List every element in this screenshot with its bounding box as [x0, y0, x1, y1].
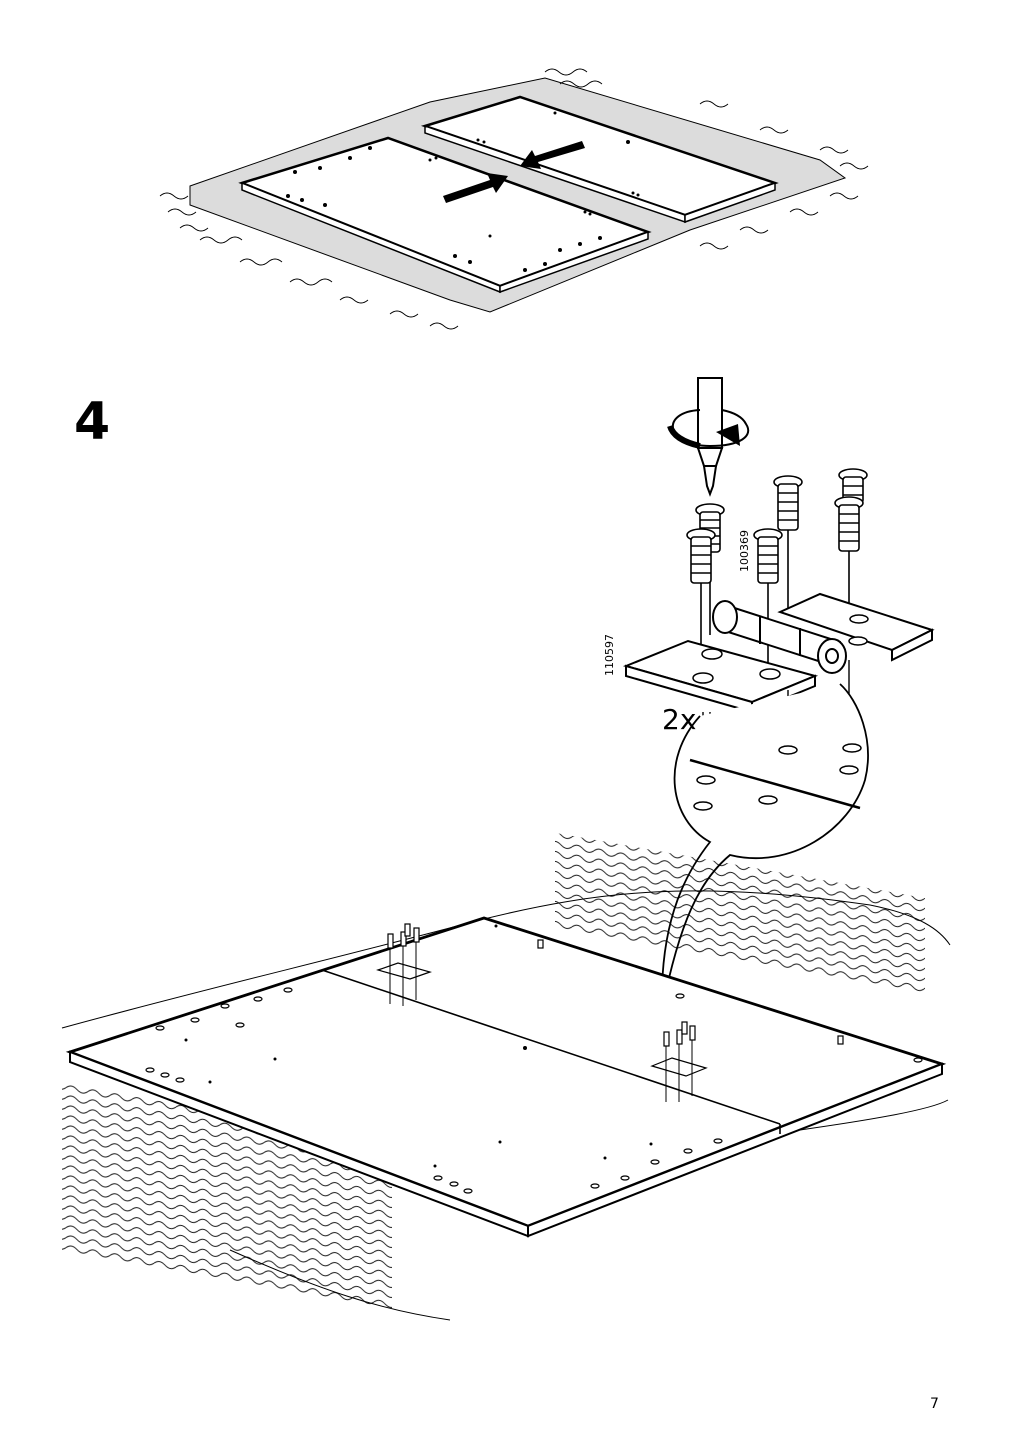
quantity-label: 2x	[662, 703, 697, 736]
panel-left-top	[238, 136, 652, 294]
page-number: 7	[930, 1396, 939, 1412]
screw-part-code-100369: 100369	[738, 530, 751, 572]
screw-icon	[686, 468, 868, 665]
panel-right-top	[420, 95, 779, 224]
screw-part-code-110597: 110597	[603, 634, 616, 676]
step-number: 4	[74, 392, 111, 452]
push-together-arrow-icon	[443, 141, 585, 203]
board-bottom	[65, 916, 947, 1238]
screwdriver-rotate-icon	[667, 377, 749, 497]
